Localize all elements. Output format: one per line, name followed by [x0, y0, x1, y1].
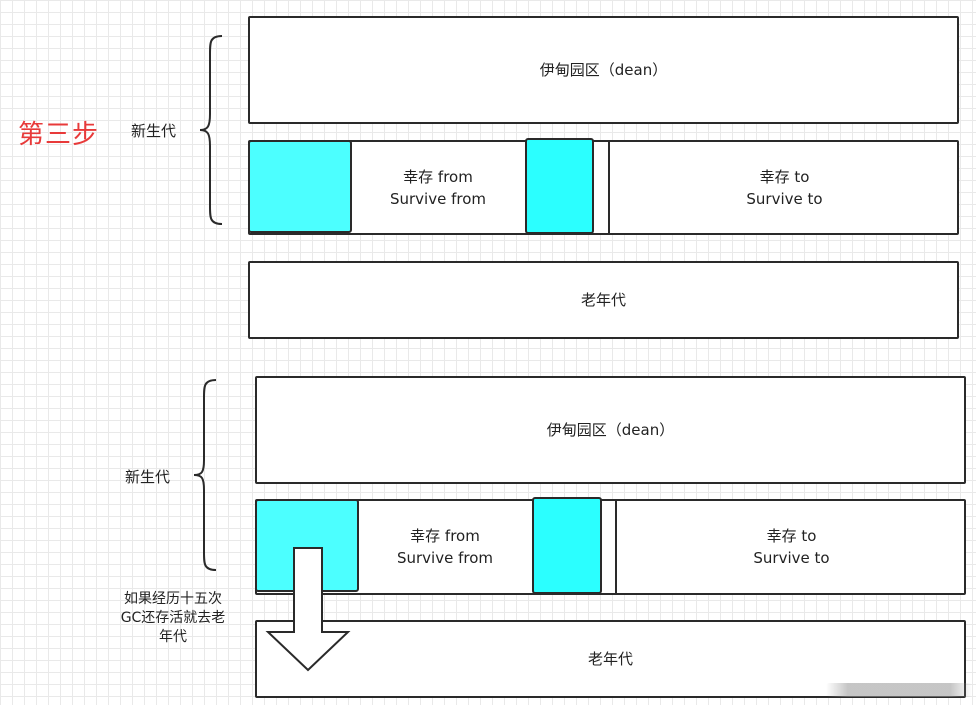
eden-label-top: 伊甸园区（dean） — [539, 61, 668, 79]
survivor-from-bottom: 幸存 from Survive from — [359, 501, 531, 593]
survivor-to-cn-bottom: 幸存 to — [766, 527, 817, 545]
young-generation-label-top: 新生代 — [131, 122, 177, 140]
eden-space-top: 伊甸园区（dean） — [248, 16, 959, 124]
eden-label-bottom: 伊甸园区（dean） — [546, 421, 675, 439]
old-generation-top: 老年代 — [248, 261, 959, 339]
survivor-object-a-top — [248, 140, 352, 233]
survivor-to-cn-top: 幸存 to — [759, 167, 810, 186]
survivor-row-bottom — [255, 499, 966, 595]
old-generation-label-top: 老年代 — [580, 291, 626, 309]
survivor-row-top — [248, 140, 959, 235]
young-generation-label-bottom: 新生代 — [125, 468, 171, 486]
promotion-note-line-1: 如果经历十五次 — [124, 591, 222, 607]
survivor-from-en-bottom: Survive from — [396, 549, 494, 567]
old-generation-label-bottom: 老年代 — [587, 650, 633, 668]
survivor-from-en-top: Survive from — [389, 189, 487, 208]
survivor-from-cn-top: 幸存 from — [403, 167, 473, 186]
step-label: 第三步 — [18, 120, 100, 150]
survivor-divider-bottom — [615, 499, 617, 595]
survivor-from-top: 幸存 from Survive from — [352, 142, 524, 233]
promotion-note-line-2: GC还存活就去老 — [120, 610, 226, 626]
survivor-divider-top — [608, 140, 610, 235]
young-generation-brace-bottom — [193, 379, 217, 571]
survivor-to-top: 幸存 to Survive to — [610, 142, 959, 233]
promotion-note-line-3: 年代 — [159, 629, 187, 645]
survivor-object-b-bottom — [532, 497, 602, 594]
eden-space-bottom: 伊甸园区（dean） — [255, 376, 966, 484]
watermark — [826, 683, 972, 697]
young-generation-brace-top — [199, 35, 223, 225]
survivor-to-en-top: Survive to — [746, 189, 823, 208]
survivor-to-bottom: 幸存 to Survive to — [617, 501, 966, 593]
promotion-arrow — [265, 547, 351, 672]
survivor-to-en-bottom: Survive to — [753, 549, 830, 567]
survivor-object-b-top — [525, 138, 594, 234]
survivor-from-cn-bottom: 幸存 from — [410, 527, 480, 545]
promotion-note: 如果经历十五次 GC还存活就去老 年代 — [98, 590, 248, 647]
